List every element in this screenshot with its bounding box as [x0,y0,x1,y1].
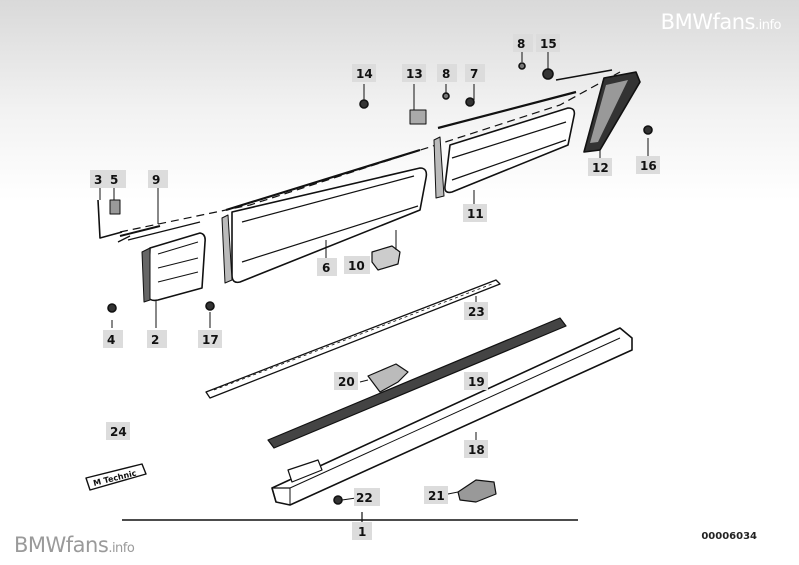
callout-21: 21 [428,489,445,503]
bracket-part-3 [97,199,123,239]
callout-6: 6 [322,261,330,275]
strip-part-9 [119,225,161,237]
callout-23: 23 [468,305,485,319]
front-fender-trim [117,221,206,303]
screw-part-16 [643,125,653,135]
callout-4: 4 [107,333,115,347]
watermark-bottom-suffix: .info [108,541,135,556]
document-number: 00006034 [701,531,757,542]
strip-part-23 [205,279,501,399]
alignment-dashed-line [119,71,621,233]
watermark-bottom-brand: BMWfans [14,533,109,557]
cap-part-21 [457,479,497,503]
strip-part-19 [267,317,567,449]
m-technic-emblem: M Technic [85,463,147,491]
callout-10: 10 [348,259,365,273]
callout-8: 8 [442,67,450,81]
callout-12: 12 [592,161,609,175]
clip-part-15 [542,68,554,80]
callout-22: 22 [356,491,373,505]
bracket-part-20 [367,363,409,393]
door-trim-rear [433,90,577,199]
clip-part-8b [518,62,526,70]
callout-11: 11 [467,207,484,221]
callout-15: 15 [540,37,557,51]
screw-part-17 [205,301,215,311]
callout-20: 20 [338,375,355,389]
door-trim-front [221,148,428,284]
clip-part-5 [109,199,121,215]
watermark-top: BMWfans.info [660,10,782,34]
callout-19: 19 [468,375,485,389]
clip-part-7 [465,97,475,107]
screw-part-4 [107,303,117,313]
callout-8-top: 8 [517,37,525,51]
screw-part-22 [333,495,343,505]
bracket-part-10 [371,245,401,271]
watermark-bottom: BMWfans.info [14,533,135,557]
callout-18: 18 [468,443,485,457]
callout-17: 17 [202,333,219,347]
callout-24: 24 [110,425,127,439]
watermark-top-brand: BMWfans [660,10,756,34]
callout-13: 13 [406,67,423,81]
callout-16: 16 [640,159,657,173]
callout-5: 5 [110,173,118,187]
callout-14: 14 [356,67,373,81]
side-sill-part-18 [271,327,633,506]
clip-part-13 [409,109,427,125]
watermark-top-suffix: .info [754,18,782,33]
callout-7: 7 [470,67,478,81]
callout-1: 1 [358,525,366,539]
callout-2: 2 [151,333,159,347]
rear-quarter-trim [555,69,641,153]
clip-part-14 [359,99,369,109]
callout-9: 9 [152,173,160,187]
callout-3: 3 [94,173,102,187]
